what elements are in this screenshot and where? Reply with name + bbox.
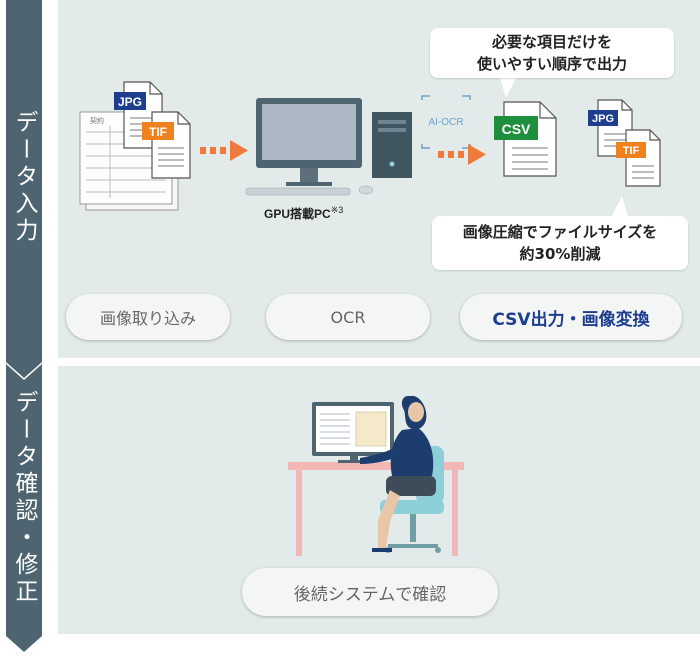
bubble-top-pointer: [500, 78, 516, 98]
jpg-tag: JPG: [118, 95, 142, 109]
bubble-output-line1: 必要な項目だけを: [491, 33, 612, 51]
monitor-icon: [312, 402, 394, 463]
step-review-in-system: 後続システムで確認: [242, 568, 498, 616]
gpu-pc-icon: [245, 98, 412, 196]
output-tif-tag: TIF: [623, 145, 640, 157]
csv-file-icon: CSV: [494, 101, 557, 177]
bubble-output-line2: 使いやすい順序で出力: [476, 55, 627, 73]
ai-ocr-box: AI-OCR: [421, 95, 471, 149]
stage-sidebar: データ入力 データ確認・修正: [0, 0, 48, 656]
stage2-label: データ確認・修正: [11, 390, 37, 606]
stage2-chevron: [6, 364, 42, 652]
output-tif-icon: TIF: [616, 129, 661, 187]
pc-caption: GPU搭載PC※3: [264, 205, 343, 222]
form-header-text: 契約: [90, 116, 104, 125]
step-image-import: 画像取り込み: [66, 294, 230, 340]
pc-caption-text: GPU搭載PC: [264, 207, 331, 221]
step-ocr: OCR: [266, 294, 430, 340]
tif-tag: TIF: [149, 125, 167, 139]
flow-arrow-1: [200, 140, 248, 161]
output-jpg-tag: JPG: [592, 113, 614, 125]
bubble-bottom-pointer: [612, 196, 628, 216]
stage1-label: データ入力: [11, 110, 37, 245]
person-icon: [360, 396, 436, 552]
bubble-compression-line2: 約30%削減: [519, 245, 601, 263]
sidebar-shapes: [6, 0, 42, 652]
flow-arrow-2: [438, 144, 486, 165]
stage1-chevron: [6, 0, 42, 378]
bubble-compression-line1: 画像圧縮でファイルサイズを: [462, 223, 658, 241]
bubble-output-fields: 必要な項目だけを 使いやすい順序で出力: [430, 28, 674, 78]
ai-ocr-label: AI-OCR: [429, 117, 464, 128]
step-csv-output: CSV出力・画像変換: [460, 294, 682, 340]
pc-footnote-mark: ※3: [330, 205, 344, 215]
tif-file-icon: TIF: [142, 111, 191, 179]
csv-tag: CSV: [502, 121, 531, 137]
desk-icon: [288, 462, 464, 556]
bubble-image-compression: 画像圧縮でファイルサイズを 約30%削減: [432, 216, 688, 270]
